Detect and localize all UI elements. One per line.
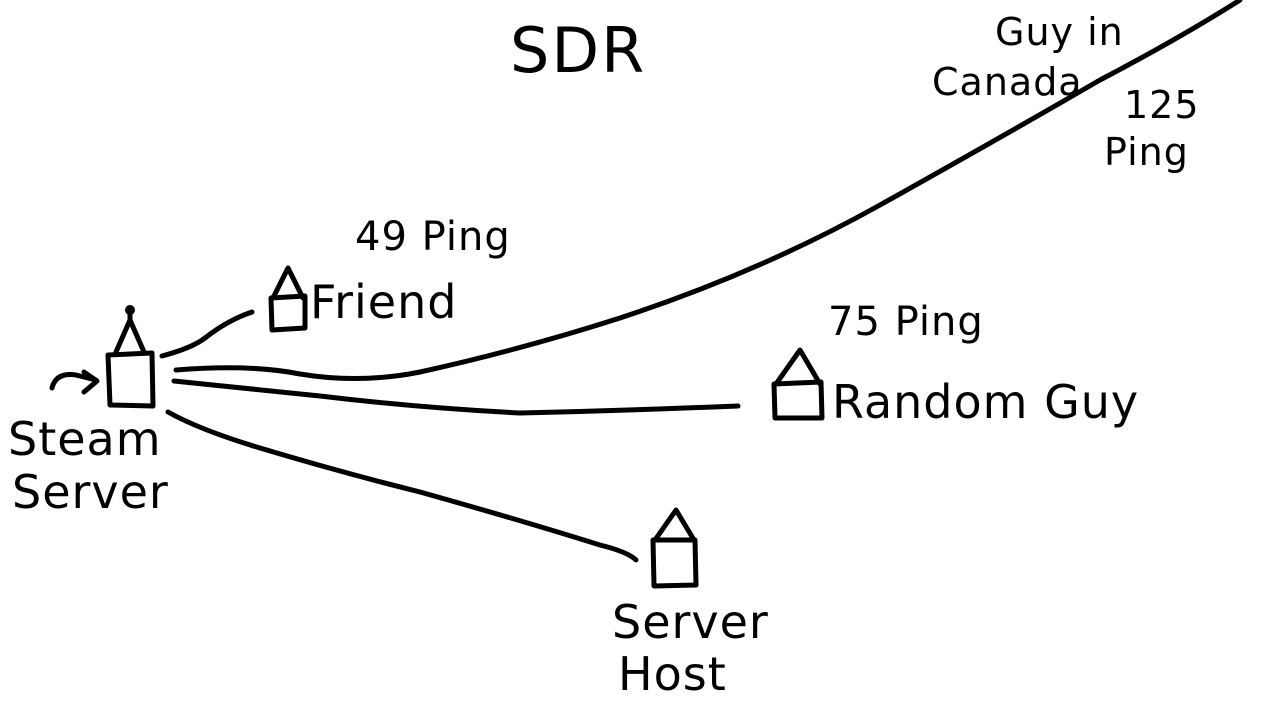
connection-server-host [165, 409, 639, 563]
diagram-title: SDR [510, 14, 646, 87]
connection-random-guy [171, 378, 741, 416]
friend-house-icon [268, 265, 308, 333]
friend-label: Friend [310, 275, 457, 329]
random-guy-label: Random Guy [832, 375, 1139, 429]
steam-server-icon [49, 305, 156, 409]
guy-in-canada-ping-line2: Ping [1104, 130, 1189, 174]
server-host-house-icon [650, 507, 699, 589]
steam-server-label-line1: Steam [8, 412, 162, 466]
connection-guy-in-canada [173, 0, 1243, 382]
steam-server-label-line2: Server [12, 465, 169, 519]
guy-in-canada-ping-line1: 125 [1124, 83, 1200, 127]
server-host-label-line1: Server [612, 595, 769, 649]
server-host-label-line2: Host [618, 647, 727, 701]
friend-ping: 49 Ping [355, 214, 511, 260]
connection-friend [159, 309, 255, 359]
guy-in-canada-label-line2: Canada [932, 60, 1083, 104]
random-guy-house-icon [771, 347, 825, 421]
guy-in-canada-label-line1: Guy in [995, 10, 1124, 54]
random-guy-ping: 75 Ping [828, 299, 984, 345]
